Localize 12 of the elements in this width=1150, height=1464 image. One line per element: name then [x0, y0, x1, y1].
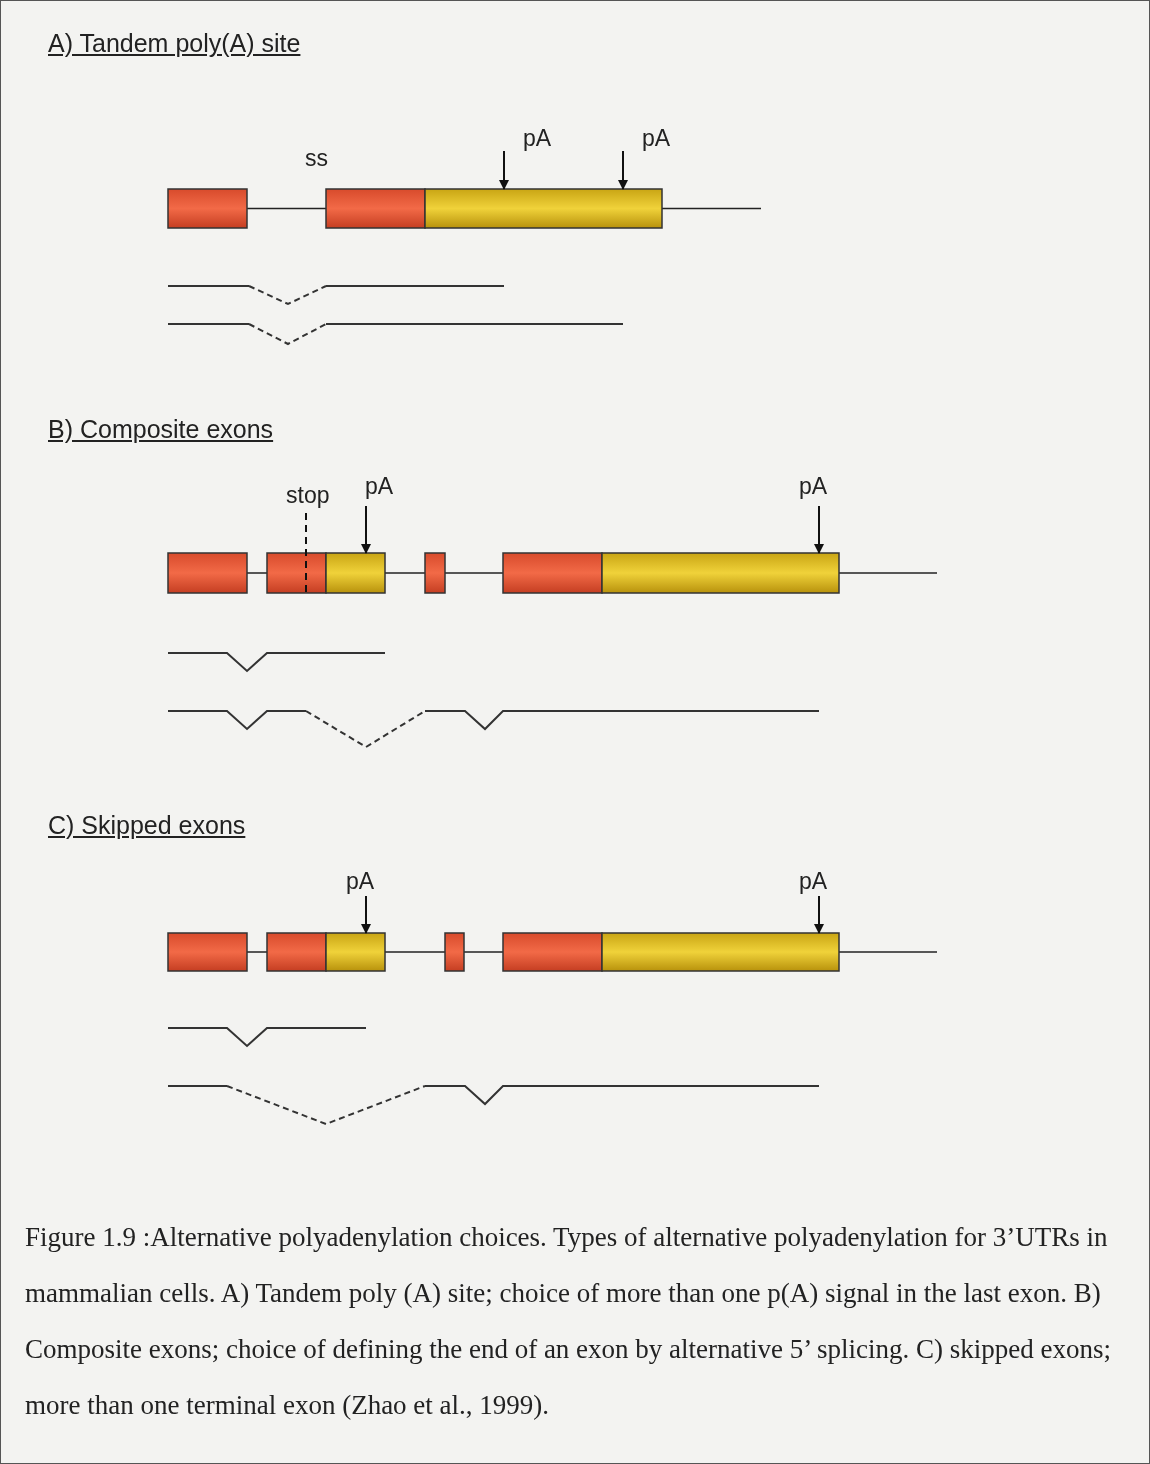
panel-heading: A) Tandem poly(A) site	[48, 29, 301, 58]
site-label: pA	[642, 125, 671, 152]
site-label: pA	[799, 868, 828, 895]
figure-caption: Figure 1.9 :Alternative polyadenylation choices. Types of alternative polyadenylation for 3’UTRs in mammalian cells. A) Tandem poly (A) site; choice of more than one p(A) signal in the last exon. B) Composite exons; choice of defining the end of an exon by alternative 5’ splicing. C) skipped exons; more than one terminal exon (Zhao et al., 1999).	[25, 1221, 1112, 1422]
panel-heading: C) Skipped exons	[48, 811, 246, 840]
site-label: ss	[305, 145, 328, 172]
site-label: pA	[799, 473, 828, 500]
site-label: pA	[523, 125, 552, 152]
site-label: pA	[365, 473, 394, 500]
panel-heading: B) Composite exons	[48, 415, 274, 444]
site-label: pA	[346, 868, 375, 895]
site-label: stop	[286, 482, 330, 509]
